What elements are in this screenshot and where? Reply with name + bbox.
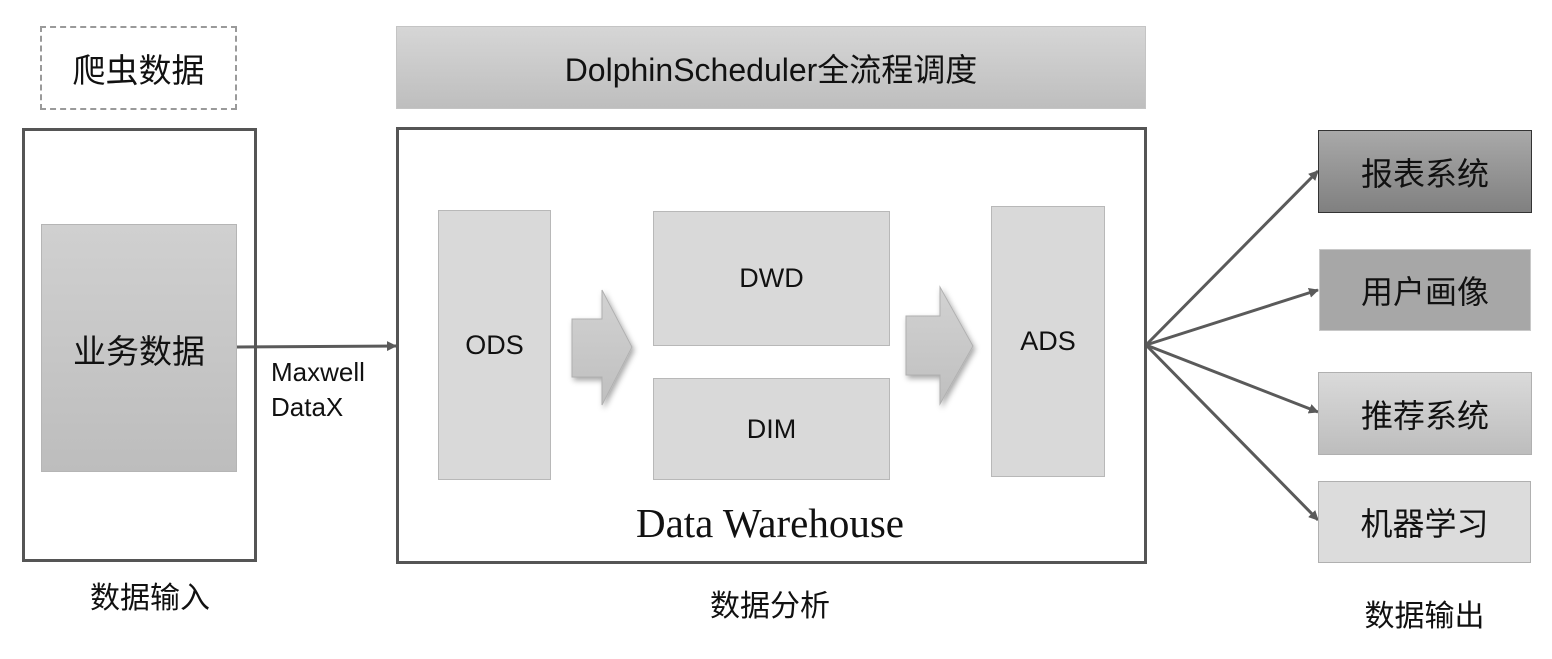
- output-machine-learning[interactable]: 机器学习: [1318, 481, 1531, 563]
- output-arrow-profile: [1145, 287, 1319, 347]
- layer-dwd[interactable]: DWD: [653, 211, 890, 346]
- caption-data-input: 数据输入: [90, 581, 210, 616]
- layer-ads[interactable]: ADS: [991, 206, 1105, 477]
- caption-data-output: 数据输出: [1364, 599, 1485, 634]
- output-arrow-ml: [1144, 343, 1320, 522]
- data-warehouse-frame: [396, 127, 1147, 564]
- layer-dwd-label: DWD: [739, 263, 804, 293]
- layer-dim[interactable]: DIM: [653, 378, 890, 480]
- output-arrow-recommend: [1145, 343, 1319, 414]
- crawler-data-label: 爬虫数据: [72, 51, 205, 90]
- output-recommend-label: 推荐系统: [1360, 396, 1489, 435]
- layer-ods[interactable]: ODS: [438, 210, 551, 480]
- output-user-profile[interactable]: 用户画像: [1319, 249, 1531, 331]
- business-data-label: 业务数据: [73, 332, 205, 371]
- data-warehouse-title: Data Warehouse: [635, 499, 905, 546]
- datax-label: DataX: [271, 392, 344, 422]
- maxwell-label: Maxwell: [271, 357, 365, 387]
- layer-ods-label: ODS: [465, 329, 524, 360]
- caption-data-analysis: 数据分析: [710, 589, 830, 624]
- data-input-frame: [22, 128, 257, 562]
- ingest-arrow: [236, 341, 397, 352]
- output-ml-label: 机器学习: [1360, 505, 1489, 543]
- output-report-system[interactable]: 报表系统: [1318, 130, 1532, 213]
- output-profile-label: 用户画像: [1360, 273, 1489, 311]
- transfer-tools-label: Maxwell DataX: [271, 355, 391, 425]
- output-recommendation-system[interactable]: 推荐系统: [1318, 372, 1532, 455]
- crawler-data-box[interactable]: 爬虫数据: [40, 26, 237, 110]
- business-data-box[interactable]: 业务数据: [41, 224, 237, 472]
- output-report-label: 报表系统: [1360, 154, 1489, 193]
- layer-dim-label: DIM: [746, 413, 797, 444]
- scheduler-banner[interactable]: DolphinScheduler全流程调度: [396, 26, 1146, 109]
- scheduler-label: DolphinScheduler全流程调度: [564, 51, 978, 88]
- layer-ads-label: ADS: [1020, 326, 1076, 356]
- output-arrow-report: [1144, 169, 1320, 347]
